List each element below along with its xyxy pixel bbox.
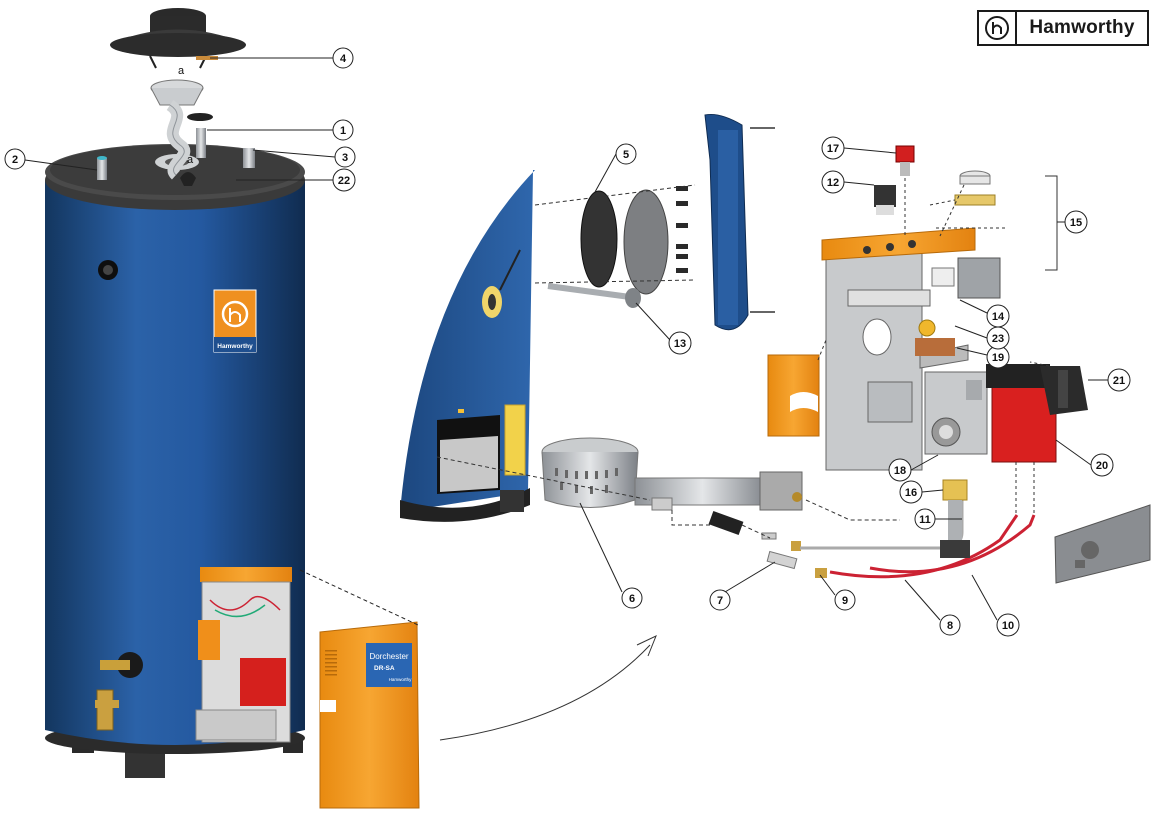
flow-arrow [439, 644, 651, 741]
gas-control-valve [924, 371, 988, 558]
callout-20-text: 20 [1096, 460, 1108, 472]
callout-4: 4 [332, 47, 354, 69]
callout-12: 12 [821, 170, 845, 194]
callout-12-text: 12 [827, 177, 839, 189]
mounting-bracket-orange [767, 354, 820, 437]
lower-cover-plate [1054, 504, 1151, 584]
cover-dashed-link [299, 569, 419, 626]
callout-17: 17 [821, 136, 845, 160]
mounting-plate [821, 227, 976, 471]
tank-cutaway [400, 170, 535, 522]
anode-rod [547, 283, 641, 308]
callout-21: 21 [1107, 368, 1131, 392]
callout-22: 22 [332, 168, 356, 192]
brand-mark-icon [979, 12, 1017, 44]
front-cover-panel: Dorchester DR-SA Hamworthy [319, 621, 420, 809]
tank-control-area [95, 567, 292, 743]
callout-19-text: 19 [992, 352, 1004, 364]
burner-assembly [541, 437, 803, 511]
door-dashed-lines [534, 184, 696, 284]
detail-label-a-top: a [178, 65, 185, 77]
detail-label-a-lower: a [187, 154, 194, 166]
callout-10: 10 [996, 613, 1020, 637]
callout-3: 3 [334, 146, 356, 168]
callout-1-text: 1 [340, 125, 346, 137]
callout-15: 15 [1064, 210, 1088, 234]
callout-9-text: 9 [842, 595, 848, 607]
callout-23-text: 23 [992, 333, 1004, 345]
flow-arrow-head [636, 635, 657, 657]
callout-10-text: 10 [1002, 620, 1014, 632]
lower-dashed-lines [436, 456, 900, 539]
cover-badge-text: Hamworthy [389, 677, 413, 682]
callout-16-text: 16 [905, 487, 917, 499]
draught-diverter [150, 79, 213, 180]
callout-20: 20 [1090, 453, 1114, 477]
callout-19: 19 [986, 345, 1010, 369]
brand-logo: Hamworthy [977, 10, 1149, 46]
tank-badge: Hamworthy [213, 289, 257, 353]
tank-badge-text: Hamworthy [217, 343, 253, 350]
callout-22-text: 22 [338, 175, 350, 187]
callout-6: 6 [621, 587, 643, 609]
callout-14: 14 [986, 304, 1010, 328]
callout-13-text: 13 [674, 338, 686, 350]
upper-components [874, 145, 1001, 356]
callout-11-text: 11 [919, 514, 931, 526]
callout-5: 5 [615, 143, 637, 165]
cover-model-name: Dorchester [369, 652, 408, 661]
pilot-parts [708, 498, 1036, 579]
callout-14-text: 14 [992, 311, 1005, 323]
callout-7-text: 7 [717, 595, 723, 607]
callout-6-text: 6 [629, 593, 635, 605]
callout-13: 13 [668, 331, 692, 355]
callout-1: 1 [332, 119, 354, 141]
callout-8-text: 8 [947, 620, 953, 632]
callout-21-text: 21 [1113, 375, 1125, 387]
callout-15-text: 15 [1070, 217, 1082, 229]
callout-7: 7 [709, 589, 731, 611]
callout-17-text: 17 [827, 143, 839, 155]
callout-8: 8 [939, 614, 961, 636]
ignition-box-cover [1040, 366, 1088, 415]
callout-group [24, 57, 1108, 621]
component-dashed-lines [904, 178, 1008, 237]
callout-9: 9 [834, 589, 856, 611]
inspection-door-assembly [580, 114, 775, 331]
callout-16: 16 [899, 480, 923, 504]
callout-18: 18 [888, 458, 912, 482]
callout-11: 11 [914, 508, 936, 530]
callout-2: 2 [4, 148, 26, 170]
brand-name: Hamworthy [1029, 17, 1135, 38]
callout-23: 23 [986, 326, 1010, 350]
callout-4-text: 4 [340, 53, 347, 65]
callout-18-text: 18 [894, 465, 906, 477]
flue-hood [110, 8, 246, 69]
cable-dashed-lines [1015, 462, 1035, 513]
callout-3-text: 3 [342, 152, 348, 164]
cover-model-code: DR-SA [374, 665, 395, 672]
callout-5-text: 5 [623, 149, 629, 161]
callout-2-text: 2 [12, 154, 18, 166]
